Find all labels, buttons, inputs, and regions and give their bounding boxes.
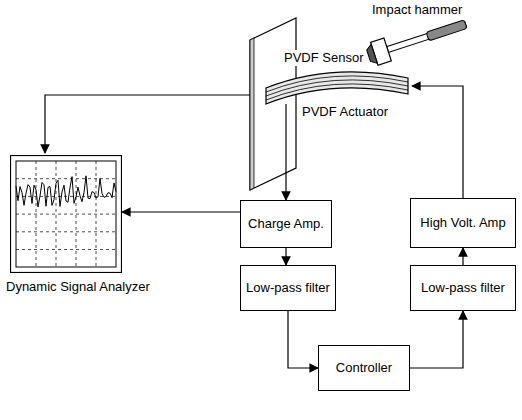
plate-edge [250, 38, 254, 190]
box-label: Controller [336, 360, 392, 376]
instrument-label: Dynamic Signal Analyzer [4, 279, 152, 295]
box-label: Low-pass filter [421, 280, 505, 296]
test-plate [250, 18, 296, 190]
signal-analyzer: Dynamic Signal Analyzer [4, 155, 164, 301]
component-label: PVDF Sensor [282, 50, 365, 66]
signal-arrow [410, 311, 463, 368]
filter-box: Low-pass filter [240, 265, 336, 311]
signal-arrow [122, 211, 240, 212]
process-box: Charge Amp. [240, 200, 332, 248]
analyzer-screen [10, 155, 122, 273]
signal-arrow [288, 311, 318, 368]
pvdf-beam: PVDF SensorPVDF Actuator [262, 50, 412, 122]
signal-arrow [285, 104, 286, 200]
impact-hammer [365, 13, 469, 67]
process-box: High Volt. Amp [410, 198, 516, 248]
controller-box: Controller [318, 345, 410, 391]
signal-arrow [285, 248, 286, 265]
signal-wire [45, 95, 250, 153]
signal-arrow [462, 248, 463, 265]
box-label: Low-pass filter [246, 280, 330, 296]
signal-arrow [412, 86, 463, 198]
component-label: PVDF Actuator [300, 104, 390, 120]
filter-box: Low-pass filter [410, 265, 516, 311]
box-label: High Volt. Amp [420, 215, 505, 231]
part-label: Impact hammer [370, 2, 464, 17]
box-label: Charge Amp. [248, 216, 324, 232]
